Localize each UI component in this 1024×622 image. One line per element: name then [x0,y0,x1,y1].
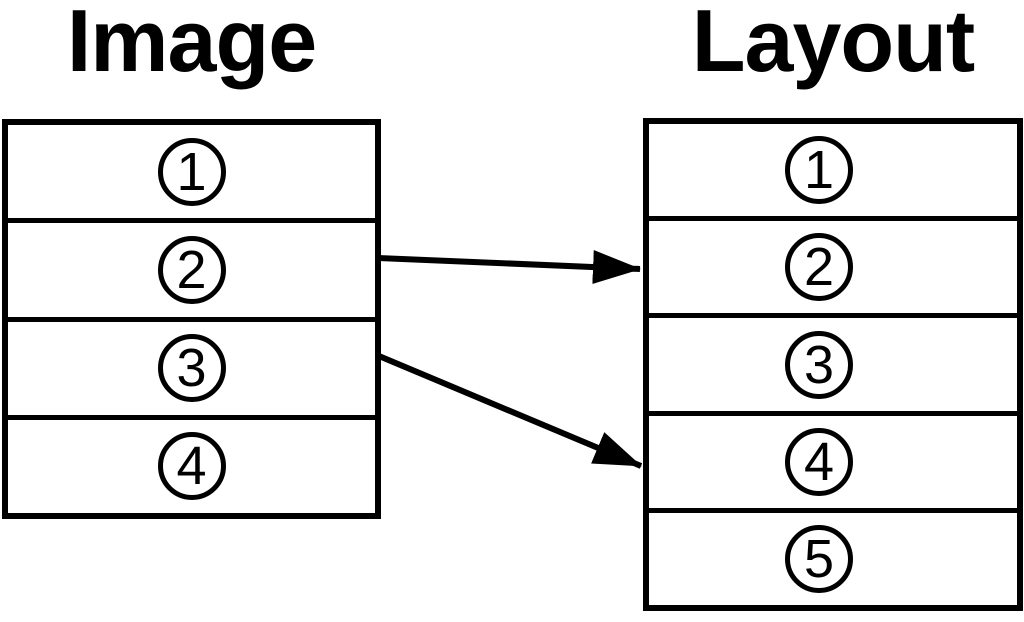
image-row-3: 3 [8,316,375,415]
image-stack-title: Image [66,0,317,90]
circled-number: 3 [157,334,226,403]
layout-stack-title: Layout [691,0,975,90]
layout-row-2: 2 [649,216,1017,313]
circled-number: 3 [785,330,853,399]
circled-number: 2 [157,235,226,304]
circled-number: 2 [785,233,853,302]
image-stack: 1 2 3 4 [2,119,381,519]
layout-row-3: 3 [649,313,1017,410]
image-row-4: 4 [8,414,375,513]
layout-row-5: 5 [649,507,1017,605]
image-row-2: 2 [8,218,375,316]
circled-number: 5 [785,524,853,593]
circled-number: 1 [785,136,853,205]
layout-row-1: 1 [649,124,1017,216]
layout-stack: 1 2 3 4 5 [643,118,1023,611]
arrow-image2-to-layout2 [378,250,641,285]
circled-number: 4 [157,432,226,501]
circled-number: 1 [157,137,226,206]
circled-number: 4 [785,427,853,496]
image-row-1: 1 [8,125,375,218]
layout-row-4: 4 [649,410,1017,508]
arrow-image3-to-layout4 [377,353,643,469]
